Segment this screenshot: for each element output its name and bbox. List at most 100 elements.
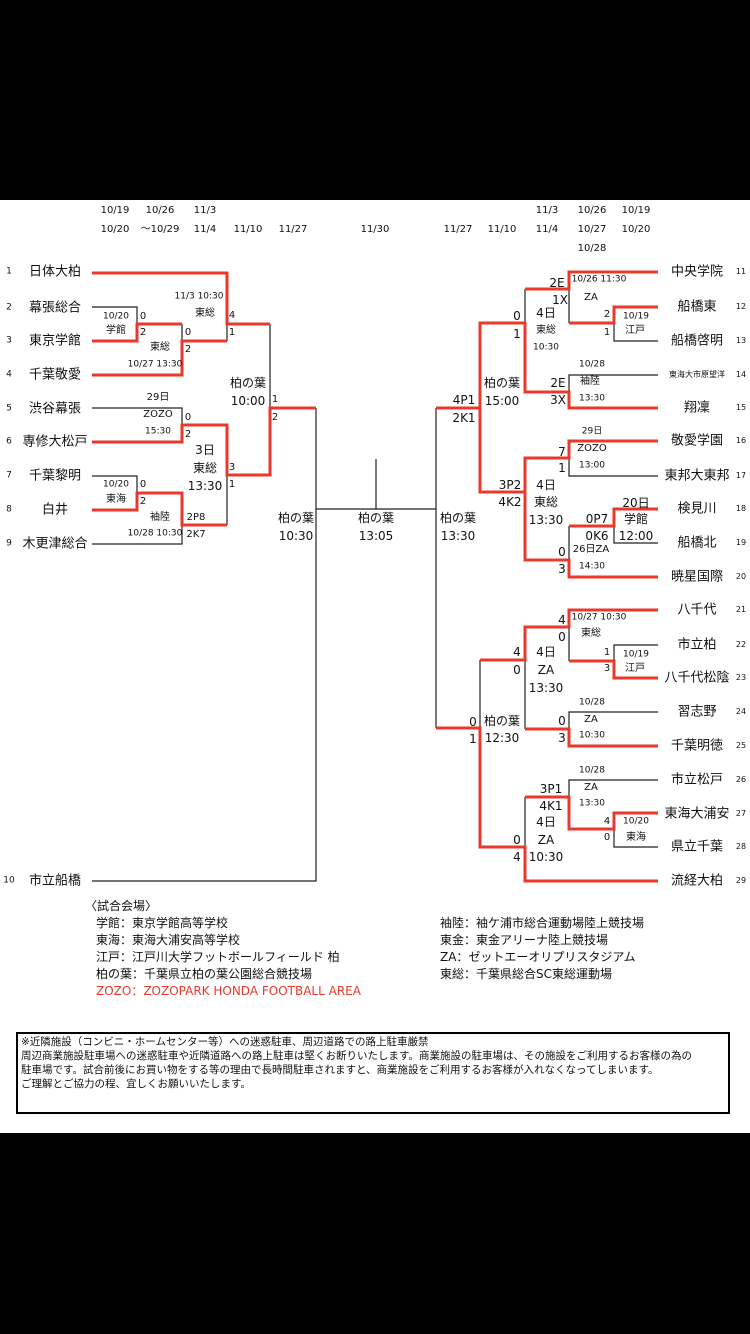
score: 0 [184, 327, 192, 338]
match-date: 4日 [536, 478, 556, 492]
winner-line [92, 271, 270, 326]
team-name: 中央学院 [670, 264, 724, 280]
match-date: 10/28 [579, 359, 605, 370]
match-time: 13:30 [579, 798, 605, 809]
team-name: 千葉明徳 [670, 738, 724, 754]
score: 1 [228, 479, 236, 490]
bracket-line [92, 407, 183, 425]
score: 1 [558, 461, 566, 475]
team-name: 東京学館 [28, 333, 82, 349]
bracket-line [568, 779, 658, 797]
score: 0 [558, 630, 566, 644]
match-venue: ZOZO [577, 443, 607, 454]
score: 1 [603, 647, 611, 658]
score: 4P1 [452, 393, 476, 407]
round-date: 11/3 [193, 205, 217, 216]
team-name: 幕張総合 [28, 300, 82, 316]
match-datetime: 10/28 10:30 [127, 528, 183, 539]
match-time: 13:30 [579, 393, 605, 404]
venue-item-zozo: ZOZO：ZOZOPARK HONDA FOOTBALL AREA [96, 984, 361, 998]
team-name: 船橋啓明 [670, 333, 724, 349]
score: 2 [139, 327, 147, 338]
score: 1X [552, 293, 568, 307]
match-datetime: 26日ZA [572, 544, 610, 555]
match-venue: 東海 [626, 832, 646, 843]
score: 0 [603, 832, 611, 843]
score: 4 [513, 850, 521, 864]
team-number: 6 [6, 436, 12, 447]
score: 2E [550, 376, 566, 390]
match-venue: ZOZO [143, 409, 173, 420]
score: 4K1 [539, 799, 563, 813]
team-name: 市立柏 [677, 637, 717, 653]
match-date: 10/20 [103, 479, 129, 490]
score: 0 [184, 412, 192, 423]
match-venue: 東総 [581, 628, 601, 639]
round-date: 10/19 [100, 205, 130, 216]
winner-lines [92, 270, 658, 883]
score: 1 [271, 394, 279, 405]
score: 3P2 [498, 478, 522, 492]
winner-line [523, 439, 658, 579]
match-datetime: 10/27 10:30 [571, 612, 627, 623]
team-number: 5 [6, 403, 12, 414]
team-name: 習志野 [677, 704, 717, 720]
team-number: 28 [735, 842, 747, 851]
round-date: 11/3 [535, 205, 559, 216]
match-date: 10/19 [623, 311, 649, 322]
team-number: 3 [6, 335, 12, 346]
score: 2E [549, 276, 565, 290]
round-date: 10/26 [577, 205, 607, 216]
score: 3P1 [539, 782, 563, 796]
notice-line: 駐車場です。試合前後にお買い物をする等の理由で長時間駐車されますと、商業施設をご… [21, 1064, 659, 1076]
match-venue: 東総 [536, 325, 556, 336]
match-time: 13:30 [187, 479, 223, 493]
match-time: 10:30 [528, 850, 564, 864]
team-number: 18 [735, 504, 747, 513]
notice-line: 周辺商業施設駐車場への迷惑駐車や近隣道路への路上駐車は堅くお断りいたします。商業… [21, 1050, 692, 1062]
match-venue: ZA [584, 782, 598, 793]
bracket-line [92, 408, 317, 882]
match-datetime: 11/3 10:30 [174, 291, 224, 302]
team-number: 23 [735, 673, 747, 682]
score: 2P8 [186, 512, 206, 523]
match-venue: 東総 [192, 461, 218, 475]
team-name: 八千代 [677, 602, 717, 618]
score: 4 [603, 816, 611, 827]
team-number: 17 [735, 471, 747, 480]
team-name: 東海大浦安 [664, 806, 730, 822]
team-number: 16 [735, 436, 747, 445]
team-name: 県立千葉 [670, 839, 724, 855]
winner-line [478, 321, 658, 494]
venue-item: 袖陸：袖ケ浦市総合運動場陸上競技場 [440, 916, 645, 930]
score: 0 [558, 714, 566, 728]
loser-lines [92, 289, 658, 882]
score: 3 [558, 731, 566, 745]
match-date: 10/20 [623, 816, 649, 827]
team-number: 14 [735, 370, 747, 379]
match-venue: 柏の葉 [277, 511, 315, 525]
score: 2K1 [452, 411, 476, 425]
team-name: 千葉黎明 [28, 468, 82, 484]
team-number: 25 [735, 741, 747, 750]
parking-notice-box: ※近隣施設（コンビニ・ホームセンター等）への迷惑駐車、周辺道路での路上駐車厳禁 … [16, 1032, 730, 1114]
match-venue: 柏の葉 [229, 376, 267, 390]
team-name: 翔凜 [683, 400, 711, 416]
final-venue: 柏の葉 [357, 511, 395, 525]
round-date: 11/10 [487, 224, 517, 235]
winner-line [569, 507, 658, 528]
match-venue: 柏の葉 [483, 376, 521, 390]
match-date: 10/28 [579, 765, 605, 776]
score: 3 [228, 462, 236, 473]
bracket-line [568, 711, 658, 729]
team-name: 八千代松陰 [664, 670, 730, 686]
round-date: 11/4 [193, 224, 217, 235]
round-date: 10/20 [100, 224, 130, 235]
team-name: 流経大柏 [670, 873, 724, 889]
match-time: 15:30 [145, 426, 171, 437]
venue-item: 江戸：江戸川大学フットボールフィールド 柏 [96, 950, 340, 964]
score: 2 [184, 429, 192, 440]
team-number: 26 [735, 775, 747, 784]
match-time: 10:00 [230, 394, 266, 408]
match-date: 4日 [536, 815, 556, 829]
